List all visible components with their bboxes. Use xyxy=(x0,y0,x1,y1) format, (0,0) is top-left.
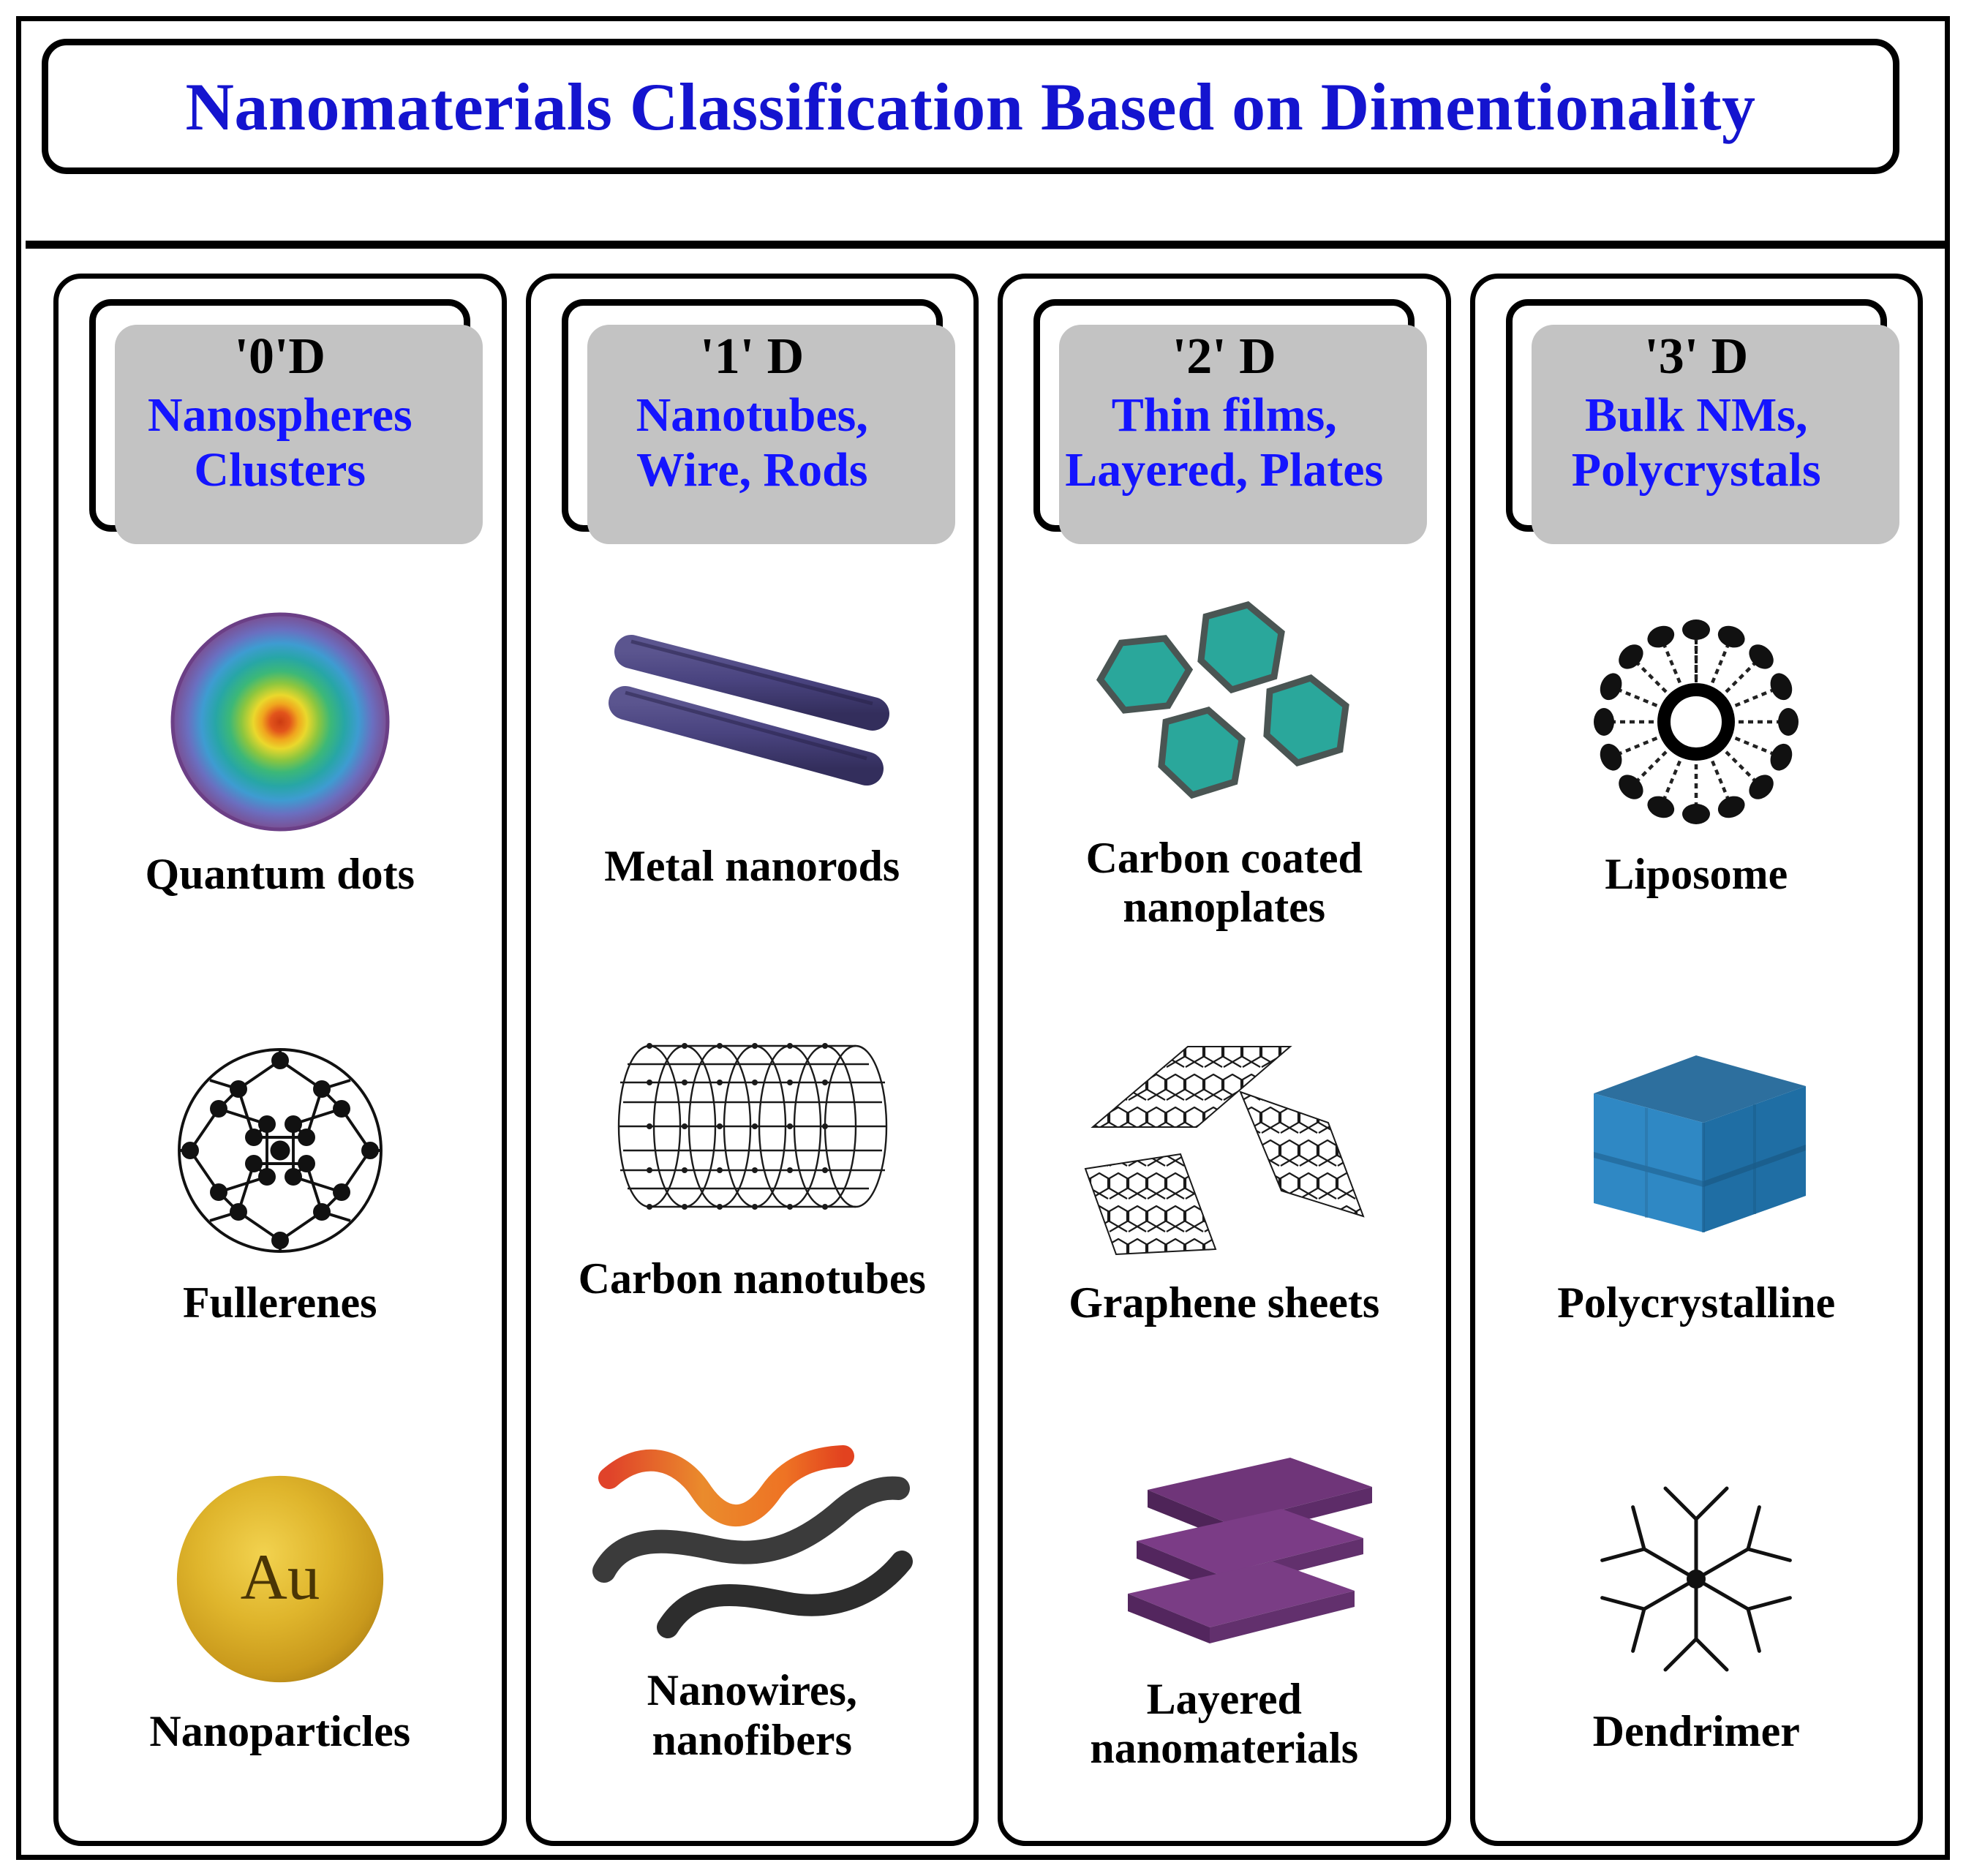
layered-stack-icon xyxy=(1003,1426,1446,1668)
item-dendrimer[interactable]: Dendrimer xyxy=(1475,1458,1918,1756)
liposome-icon xyxy=(1475,601,1918,843)
fullerene-buckyball-icon xyxy=(59,1030,502,1271)
hexagonal-nanoplates-icon xyxy=(1003,585,1446,826)
item-layered-nanomaterials[interactable]: Layered nanomaterials xyxy=(1003,1426,1446,1773)
dimension-label-1d: '1' D xyxy=(700,328,805,385)
column-0d[interactable]: '0'D Nanospheres Clusters xyxy=(53,274,507,1846)
au-symbol-text: Au xyxy=(240,1542,320,1613)
carbon-nanotube-icon xyxy=(531,1006,974,1247)
item-liposome[interactable]: Liposome xyxy=(1475,601,1918,899)
column-header-0d: '0'D Nanospheres Clusters xyxy=(89,299,483,544)
item-metal-nanorods[interactable]: Metal nanorods xyxy=(531,593,974,891)
gold-nanoparticle-icon: Au xyxy=(59,1458,502,1700)
column-2d[interactable]: '2' D Thin films, Layered, Plates xyxy=(998,274,1451,1846)
dimension-label-0d: '0'D xyxy=(234,328,325,385)
item-label-nanowires: Nanowires, nanofibers xyxy=(647,1666,857,1764)
column-header-3d: '3' D Bulk NMs, Polycrystals xyxy=(1505,299,1899,544)
item-label-graphene-sheets: Graphene sheets xyxy=(1069,1278,1380,1327)
item-label-polycrystalline: Polycrystalline xyxy=(1557,1278,1836,1327)
column-items-2d: Carbon coated nanoplates xyxy=(1003,532,1446,1841)
dimension-subtitle-1d: Nanotubes, Wire, Rods xyxy=(636,388,868,497)
dimension-label-3d: '3' D xyxy=(1644,328,1749,385)
item-label-liposome: Liposome xyxy=(1605,850,1788,899)
column-items-1d: Metal nanorods xyxy=(531,532,974,1841)
metal-nanorods-icon xyxy=(531,593,974,835)
title-box: Nanomaterials Classification Based on Di… xyxy=(42,39,1899,174)
item-graphene-sheets[interactable]: Graphene sheets xyxy=(1003,1030,1446,1327)
title-banner: Nanomaterials Classification Based on Di… xyxy=(42,39,1899,174)
dimension-subtitle-2d: Thin films, Layered, Plates xyxy=(1065,388,1384,497)
column-header-2d: '2' D Thin films, Layered, Plates xyxy=(1033,299,1427,544)
dimension-subtitle-0d: Nanospheres Clusters xyxy=(147,388,413,497)
item-carbon-nanotubes[interactable]: Carbon nanotubes xyxy=(531,1006,974,1303)
item-carbon-coated-nanoplates[interactable]: Carbon coated nanoplates xyxy=(1003,585,1446,932)
title-divider-rule xyxy=(26,241,1946,249)
item-fullerenes[interactable]: Fullerenes xyxy=(59,1030,502,1327)
column-header-1d: '1' D Nanotubes, Wire, Rods xyxy=(561,299,955,544)
item-nanoparticles[interactable]: Au Nanoparticles xyxy=(59,1458,502,1756)
column-items-3d: Liposome xyxy=(1475,532,1918,1841)
page-title: Nanomaterials Classification Based on Di… xyxy=(185,69,1756,144)
nanowires-icon xyxy=(531,1417,974,1659)
graphene-sheets-icon xyxy=(1003,1030,1446,1271)
diagram-frame: Nanomaterials Classification Based on Di… xyxy=(16,16,1950,1860)
item-label-metal-nanorods: Metal nanorods xyxy=(604,842,900,891)
dimension-columns: '0'D Nanospheres Clusters xyxy=(53,274,1923,1846)
item-label-carbon-coated-nanoplates: Carbon coated nanoplates xyxy=(1085,834,1363,932)
column-items-0d: Quantum dots xyxy=(59,532,502,1841)
item-label-quantum-dots: Quantum dots xyxy=(145,850,415,899)
item-label-nanoparticles: Nanoparticles xyxy=(149,1707,411,1756)
column-1d[interactable]: '1' D Nanotubes, Wire, Rods xyxy=(525,274,979,1846)
item-label-carbon-nanotubes: Carbon nanotubes xyxy=(578,1254,926,1303)
item-label-dendrimer: Dendrimer xyxy=(1592,1707,1800,1756)
column-3d[interactable]: '3' D Bulk NMs, Polycrystals xyxy=(1469,274,1923,1846)
dimension-label-2d: '2' D xyxy=(1172,328,1276,385)
item-polycrystalline[interactable]: Polycrystalline xyxy=(1475,1030,1918,1327)
dendrimer-icon xyxy=(1475,1458,1918,1700)
item-quantum-dots[interactable]: Quantum dots xyxy=(59,601,502,899)
item-label-layered-nanomaterials: Layered nanomaterials xyxy=(1090,1674,1359,1772)
dimension-subtitle-3d: Bulk NMs, Polycrystals xyxy=(1571,388,1821,497)
item-label-fullerenes: Fullerenes xyxy=(182,1278,377,1327)
polycrystalline-cube-icon xyxy=(1475,1030,1918,1271)
quantum-dot-sphere-icon xyxy=(59,601,502,843)
item-nanowires[interactable]: Nanowires, nanofibers xyxy=(531,1417,974,1764)
